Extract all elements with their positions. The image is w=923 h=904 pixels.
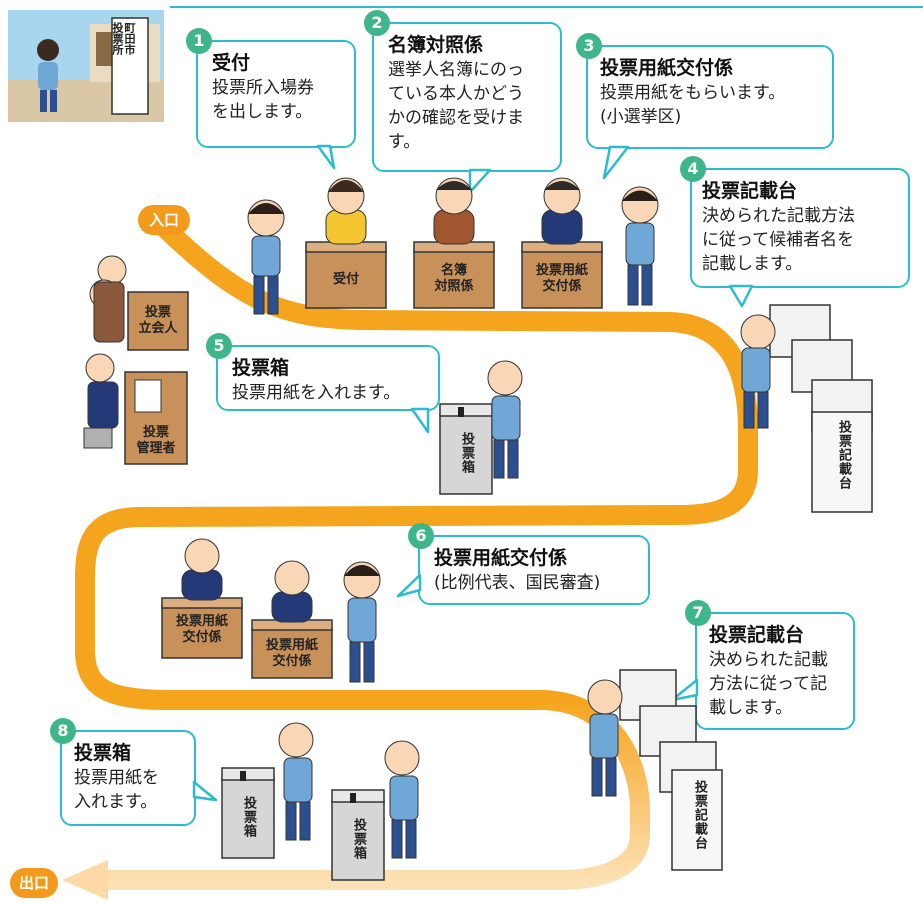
step-7-number: 7 (685, 600, 711, 626)
flow-path-lower (90, 690, 650, 890)
booth-label-lower: 投票記載台 (692, 780, 707, 850)
step-8-title: 投票箱 (74, 742, 132, 764)
flow-path-upper (75, 218, 758, 710)
entrance-sign: 入口 (138, 205, 190, 235)
step-4-bubble: 投票記載台 決められた記載方法 に従って候補者名を 記載します。 (690, 168, 910, 288)
exit-arrow (62, 860, 108, 900)
step-1-body: 投票所入場券 を出します。 (212, 78, 314, 122)
step-2-number: 2 (364, 10, 390, 36)
ballot-box-5-label: 投票箱 (459, 432, 474, 474)
step-3-body: 投票用紙をもらいます。 (小選挙区) (600, 83, 786, 127)
step-8-number: 8 (50, 718, 76, 744)
step-1-bubble: 受付 投票所入場券 を出します。 (196, 40, 356, 148)
step-3-title: 投票用紙交付係 (600, 57, 734, 79)
seated-officials (83, 255, 127, 449)
step-7-bubble: 投票記載台 決められた記載 方法に従って記 載します。 (695, 612, 855, 730)
staff-reception (325, 177, 367, 245)
booths-upper (740, 304, 873, 513)
desk-witness (127, 291, 189, 351)
step-1-title: 受付 (212, 52, 251, 74)
step-3-number: 3 (576, 33, 602, 59)
exit-sign: 出口 (10, 868, 58, 898)
desk-label-issuer-1: 投票用紙 交付係 (535, 263, 588, 294)
ballot-box-8b-label: 投票箱 (351, 818, 366, 860)
ballot-box-8a-label: 投票箱 (241, 796, 256, 838)
polling-station-thumbnail (8, 10, 164, 122)
step-5-number: 5 (206, 333, 232, 359)
step-5-body: 投票用紙を入れます。 (232, 383, 401, 403)
ballot-box-5 (439, 360, 523, 495)
step-3-bubble: 投票用紙交付係 投票用紙をもらいます。 (小選挙区) (586, 45, 834, 149)
staff-register (433, 177, 475, 245)
step-5-title: 投票箱 (232, 357, 290, 379)
step-7-title: 投票記載台 (709, 624, 805, 646)
step-8-body: 投票用紙を 入れます。 (74, 768, 159, 812)
step-5-bubble: 投票箱 投票用紙を入れます。 (216, 345, 440, 411)
step-2-bubble: 名簿対照係 選挙人名簿にのっ ている本人かどう かの確認を受けま す。 (372, 22, 562, 172)
ballot-box-8a (221, 722, 314, 859)
desk-issuer-2b (251, 560, 333, 679)
desk-manager (124, 371, 188, 465)
top-rule (170, 6, 923, 8)
thumbnail-sign-text: 町田市 投票所 (111, 22, 136, 55)
step-4-body: 決められた記載方法 に従って候補者名を 記載します。 (702, 206, 855, 274)
desk-label-reception: 受付 (332, 272, 359, 287)
desk-issuer-2a (161, 538, 243, 659)
step-6-number: 6 (408, 523, 434, 549)
desk-label-issuer-2a: 投票用紙 交付係 (175, 614, 228, 645)
step-4-number: 4 (680, 156, 706, 182)
step-6-body: (比例代表、国民審査) (434, 573, 601, 593)
step-8-bubble: 投票箱 投票用紙を 入れます。 (60, 730, 196, 826)
voter-1 (247, 199, 285, 315)
step-6-bubble: 投票用紙交付係 (比例代表、国民審査) (418, 535, 650, 605)
staff-issuer-1 (541, 177, 583, 245)
voter-6 (343, 561, 381, 683)
step-6-title: 投票用紙交付係 (434, 547, 568, 569)
desk-label-witness: 投票 立会人 (138, 305, 178, 336)
voter-3 (621, 186, 659, 306)
desk-label-register: 名簿 対照係 (434, 263, 474, 294)
ballot-box-8b (331, 740, 420, 881)
desk-label-manager: 投票 管理者 (136, 425, 176, 456)
step-4-title: 投票記載台 (702, 180, 798, 202)
step-7-body: 決められた記載 方法に従って記 載します。 (709, 650, 828, 718)
booth-label-upper: 投票記載台 (836, 420, 851, 490)
step-1-number: 1 (186, 28, 212, 54)
desk-label-issuer-2b: 投票用紙 交付係 (265, 638, 318, 669)
booths-lower (587, 669, 723, 871)
desk-register (413, 241, 495, 309)
desk-reception (305, 241, 387, 309)
step-2-body: 選挙人名簿にのっ ている本人かどう かの確認を受けま す。 (388, 60, 524, 152)
step-2-title: 名簿対照係 (388, 34, 484, 56)
